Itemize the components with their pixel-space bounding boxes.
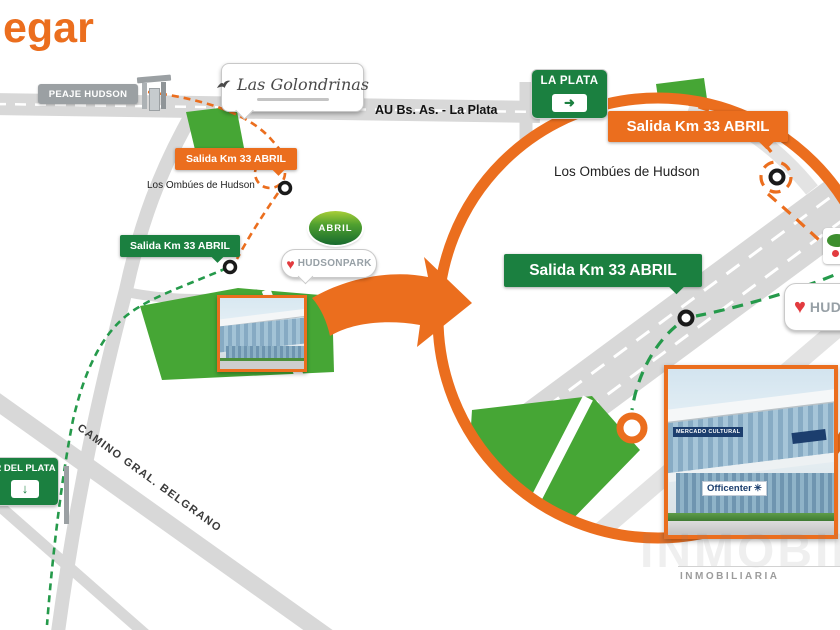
photo-plaza [668, 521, 834, 535]
photo-hedge [220, 358, 304, 363]
exit-dots-main [222, 180, 293, 275]
la-plata-road-sign: LA PLATA ➜ [532, 70, 607, 118]
abril-logo: ABRIL [309, 211, 362, 245]
los-ombues-label: Los Ombúes de Hudson [147, 180, 255, 191]
highway-name-label: AU Bs. As. - La Plata [375, 103, 498, 117]
mar-del-plata-label: R DEL PLATA [0, 463, 56, 474]
highway-lane-dashes [0, 102, 541, 114]
salida-km33-green-label: Salida Km 33 ABRIL [130, 240, 230, 252]
mar-del-plata-road-sign: R DEL PLATA ↓ [0, 458, 58, 505]
heart-icon: ♥ [794, 296, 806, 318]
swallow-icon [217, 80, 231, 88]
toll-post [142, 83, 147, 109]
abril-logo-label: ABRIL [318, 222, 353, 234]
right-arrow-icon: ➜ [552, 94, 587, 112]
zoom-salida-km33-orange-label: Salida Km 33 ABRIL [626, 118, 770, 135]
zoom-arrow [312, 257, 472, 347]
photo-hedge [668, 513, 834, 521]
zoom-hudson-park-label: HUD [809, 299, 840, 315]
down-arrow-icon: ↓ [11, 480, 39, 498]
toll-post [161, 82, 166, 109]
toll-booth-icon [136, 74, 172, 114]
peaje-hudson-label: PEAJE HUDSON [48, 88, 128, 100]
mercado-cultural-sign: MERCADO CULTURAL [673, 427, 744, 437]
building-photo-thumbnail [217, 295, 307, 372]
logo-green-blob [827, 234, 840, 247]
logo-red-dot [832, 250, 839, 257]
hudson-park-sign: ♥ HUDSONPARK [281, 249, 377, 285]
sign-post [64, 466, 69, 524]
route-green-main [45, 266, 228, 626]
salida-km33-orange-sign: Salida Km 33 ABRIL [175, 148, 297, 176]
hudson-park-label: HUDSONPARK [297, 258, 372, 269]
zoom-salida-km33-orange-sign: Salida Km 33 ABRIL [608, 111, 788, 150]
las-golondrinas-label: Las Golondrinas [237, 74, 369, 94]
zoom-los-ombues-label: Los Ombúes de Hudson [554, 164, 700, 179]
salida-km33-orange-label: Salida Km 33 ABRIL [186, 153, 286, 165]
building-photo-large: MERCADO CULTURAL Officenter ✳ [664, 365, 838, 539]
heart-icon: ♥ [286, 255, 295, 272]
watermark-large: INMOBILIARIA [640, 525, 840, 578]
zoom-salida-km33-green-label: Salida Km 33 ABRIL [529, 261, 677, 279]
photo-plaza [220, 361, 304, 369]
officenter-sign: Officenter ✳ [702, 481, 767, 496]
las-golondrinas-tagline [256, 97, 329, 101]
page-title: egar [3, 4, 94, 52]
officenter-mark-icon: ✳ [753, 483, 762, 494]
partial-logo [823, 228, 840, 264]
las-golondrinas-sign: Las Golondrinas [217, 63, 369, 120]
zoom-hudson-park-sign: ♥ HUD [784, 283, 840, 331]
watermark-text: INMOBILIARIA [680, 571, 780, 582]
la-plata-label: LA PLATA [540, 75, 599, 87]
toll-booth [149, 88, 160, 111]
peaje-hudson-sign: PEAJE HUDSON [38, 84, 138, 104]
photo-glass-facade [226, 346, 304, 360]
watermark-divider [678, 566, 840, 567]
zoom-salida-km33-green-sign: Salida Km 33 ABRIL [504, 254, 702, 295]
destination-ring-marker [616, 412, 648, 444]
salida-km33-green-sign: Salida Km 33 ABRIL [120, 235, 240, 263]
